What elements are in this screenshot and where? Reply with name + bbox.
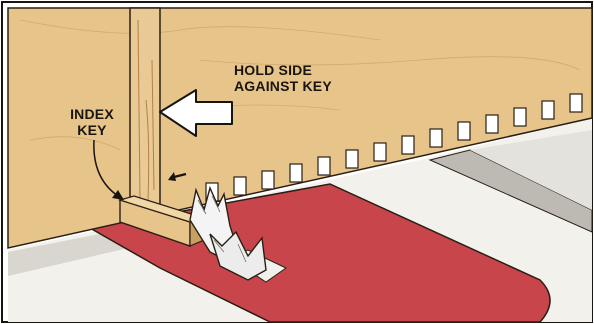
hold-side-line-2: AGAINST KEY bbox=[234, 78, 332, 94]
side-fence bbox=[130, 8, 160, 212]
index-key-label: INDEX KEY bbox=[62, 106, 122, 138]
hold-side-line-1: HOLD SIDE bbox=[234, 62, 332, 78]
hold-side-label: HOLD SIDE AGAINST KEY bbox=[234, 62, 332, 94]
index-key-line-2: KEY bbox=[62, 122, 122, 138]
index-key-line-1: INDEX bbox=[62, 106, 122, 122]
